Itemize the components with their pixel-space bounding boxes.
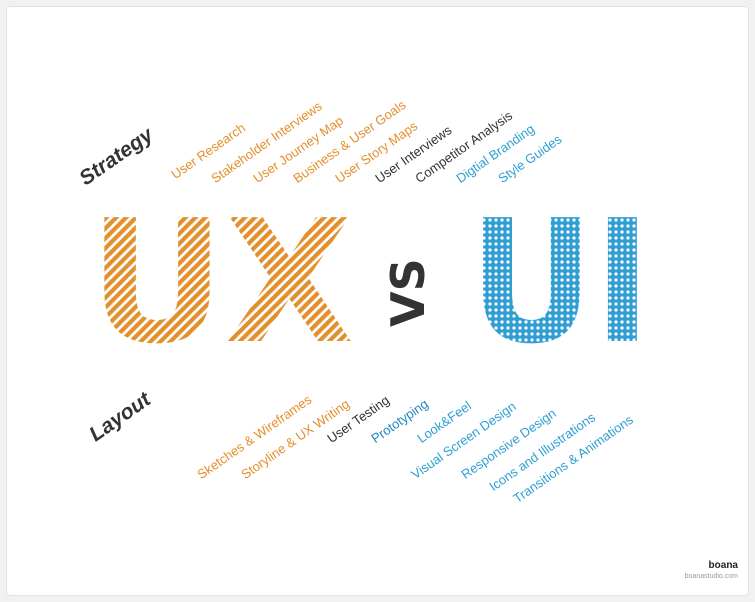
ux-title: UX <box>89 184 354 382</box>
brand-footer: boana boanastudio.com <box>685 560 738 581</box>
brand-name: boana <box>708 560 738 571</box>
title-graphic: UX VS UI <box>89 184 651 382</box>
infographic-card: Strategy User Research Stakeholder Inter… <box>6 6 749 596</box>
vs-label: VS <box>381 258 435 327</box>
ui-title: UI <box>469 184 651 382</box>
brand-url: boanastudio.com <box>684 573 738 580</box>
